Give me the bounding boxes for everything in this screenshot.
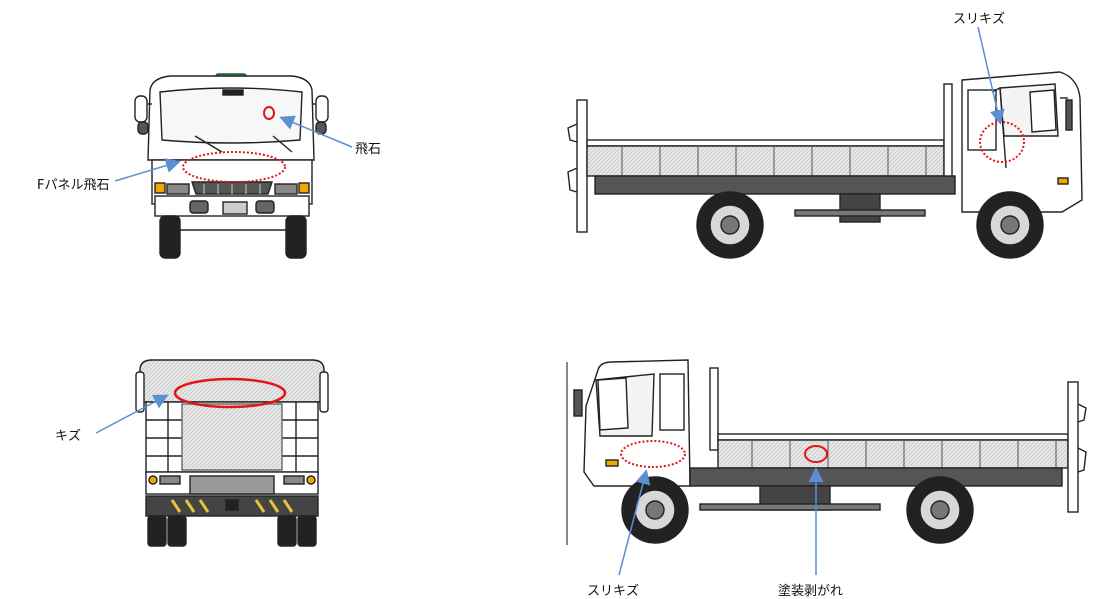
marker-front-panel [182,151,286,183]
right-side-view-drawing [567,71,1083,259]
label-front-panel: Fパネル飛石 [37,178,110,193]
left-rear-wheel [906,476,974,544]
annotation-arrows [95,26,1005,576]
left-front-wheel [621,476,689,544]
marker-left-bed [804,445,828,463]
arrow-front-windshield [279,115,353,148]
marker-front-windshield [263,106,275,120]
right-rear-wheel [696,191,764,259]
label-left-cab: スリキズ [587,584,640,599]
damage-markers [173,106,1025,468]
arrow-rear-body [95,394,169,434]
marker-rear-body [173,377,287,409]
arrow-left-cab [618,469,651,576]
label-left-bed: 塗装剥がれ [778,584,844,599]
right-front-wheel [976,191,1044,259]
label-right-cab: スリキズ [953,12,1006,27]
arrow-front-panel [114,158,181,182]
marker-left-cab [620,440,686,468]
left-side-view-drawing [566,359,1087,545]
marker-right-cab [979,121,1025,163]
label-rear-body: キズ [55,429,82,444]
rear-view-drawing [135,359,329,547]
label-front-windshield: 飛石 [355,142,382,157]
arrow-right-cab [977,26,1005,125]
